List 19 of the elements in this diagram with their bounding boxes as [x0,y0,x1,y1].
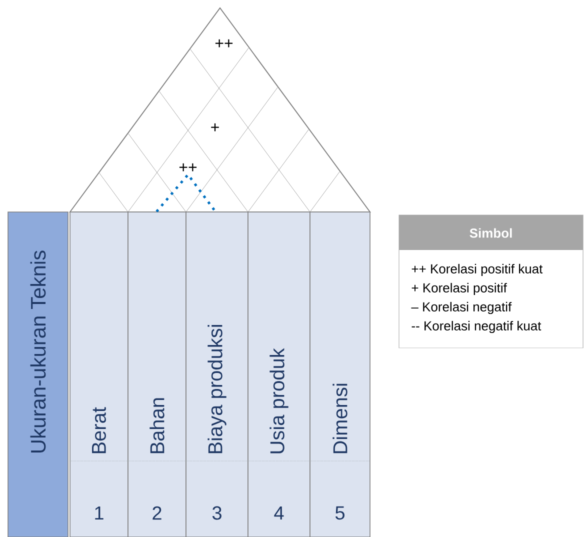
correlation-line [156,172,216,212]
node-label: Berat [92,407,106,454]
header-cell: Ukuran-ukuran Teknis [8,212,68,537]
legend-box: Simbol ++ Korelasi positif kuat + Korelasi positif – Korelasi negatif -- Korelasi negatif kuat [398,214,584,348]
node-label: 3 [212,506,222,520]
node-label: Bahan [150,398,164,454]
node-label: 2 [152,506,162,520]
column-box: Biaya produksi 3 [186,212,248,537]
column-box: Usia produk 4 [248,212,310,537]
correlation-symbol: ++ [179,163,197,172]
column-box: Bahan 2 [128,212,186,537]
column-box: Berat 1 [70,212,128,537]
node-label: Usia produk [270,348,288,454]
node-label: 1 [95,506,104,520]
correlation-symbol: + [211,123,219,132]
node-label: 4 [274,506,284,520]
node-label: Biaya produksi [208,325,226,454]
column-box: Dimensi 5 [310,212,370,537]
correlation-symbol: ++ [215,39,233,48]
